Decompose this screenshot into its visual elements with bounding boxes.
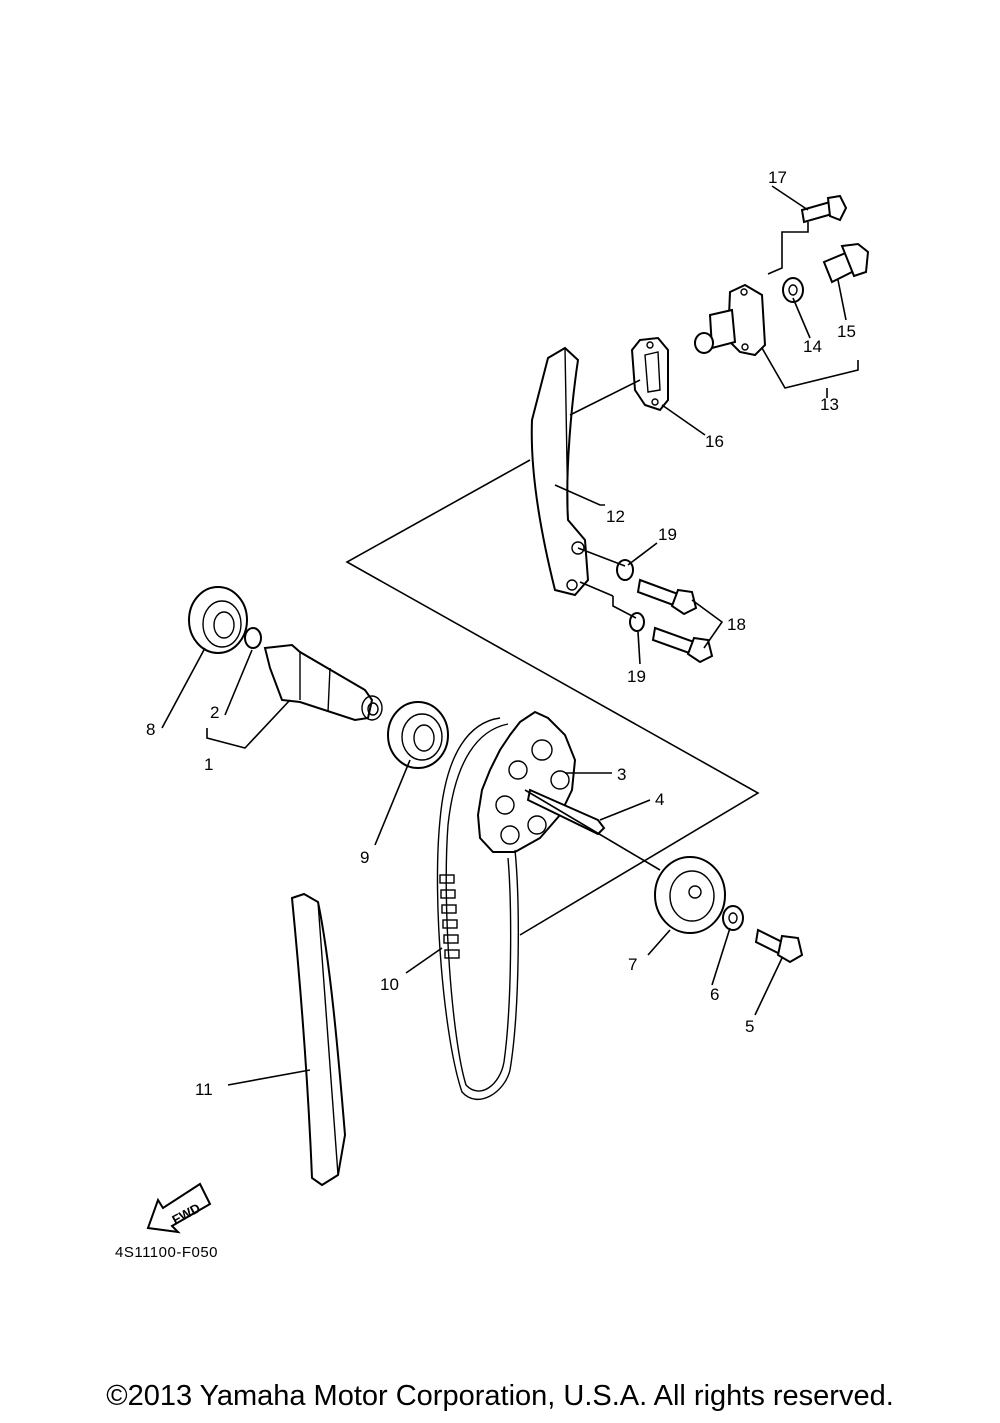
part-6-washer <box>722 905 744 931</box>
part-3-sprocket <box>476 710 577 853</box>
callout-15: 15 <box>837 322 856 341</box>
callout-16: 16 <box>705 432 724 451</box>
callout-1: 1 <box>204 755 213 774</box>
part-10-timing-chain <box>436 717 519 1100</box>
copyright-notice: ©2013 Yamaha Motor Corporation, U.S.A. A… <box>106 1380 894 1412</box>
callout-18: 18 <box>727 615 746 634</box>
callout-5: 5 <box>745 1017 754 1036</box>
callout-6: 6 <box>710 985 719 1004</box>
part-18-bolt-lower <box>651 626 714 664</box>
callout-2: 2 <box>210 703 219 722</box>
part-14-washer <box>782 277 804 303</box>
callout-numbers: 1 2 3 4 5 6 7 8 9 10 11 12 13 14 15 16 1… <box>146 168 856 1099</box>
callout-11: 11 <box>195 1080 213 1099</box>
callout-19-lower: 19 <box>627 667 646 686</box>
callout-9: 9 <box>360 848 369 867</box>
part-12-tensioner-guide <box>530 346 590 597</box>
part-9-bearing <box>387 701 449 769</box>
part-7-plate <box>654 856 726 934</box>
diagram-code: 4S11100-F050 <box>115 1244 219 1261</box>
part-17-bolt <box>800 194 848 224</box>
part-8-bearing <box>188 586 248 654</box>
part-4-pin <box>526 788 606 836</box>
callout-19-upper: 19 <box>658 525 677 544</box>
callout-4: 4 <box>655 790 664 809</box>
callout-10: 10 <box>380 975 399 994</box>
callout-12: 12 <box>606 507 625 526</box>
callout-3: 3 <box>617 765 626 784</box>
callout-8: 8 <box>146 720 155 739</box>
callout-13: 13 <box>820 395 839 414</box>
part-2-o-ring <box>244 627 262 649</box>
leader-lines <box>161 185 859 1086</box>
callout-17: 17 <box>768 168 787 187</box>
callout-7: 7 <box>628 955 637 974</box>
assembly-outline <box>345 459 760 936</box>
part-15-plug <box>822 242 870 284</box>
fwd-arrow-icon: FWD <box>146 1182 212 1234</box>
part-1-camshaft <box>263 643 383 722</box>
part-16-gasket <box>630 336 669 412</box>
part-13-tensioner-assembly <box>694 283 767 357</box>
callout-14: 14 <box>803 337 822 356</box>
part-18-bolt-upper <box>636 578 698 616</box>
part-11-chain-guide <box>290 892 347 1187</box>
part-5-bolt <box>754 928 804 964</box>
